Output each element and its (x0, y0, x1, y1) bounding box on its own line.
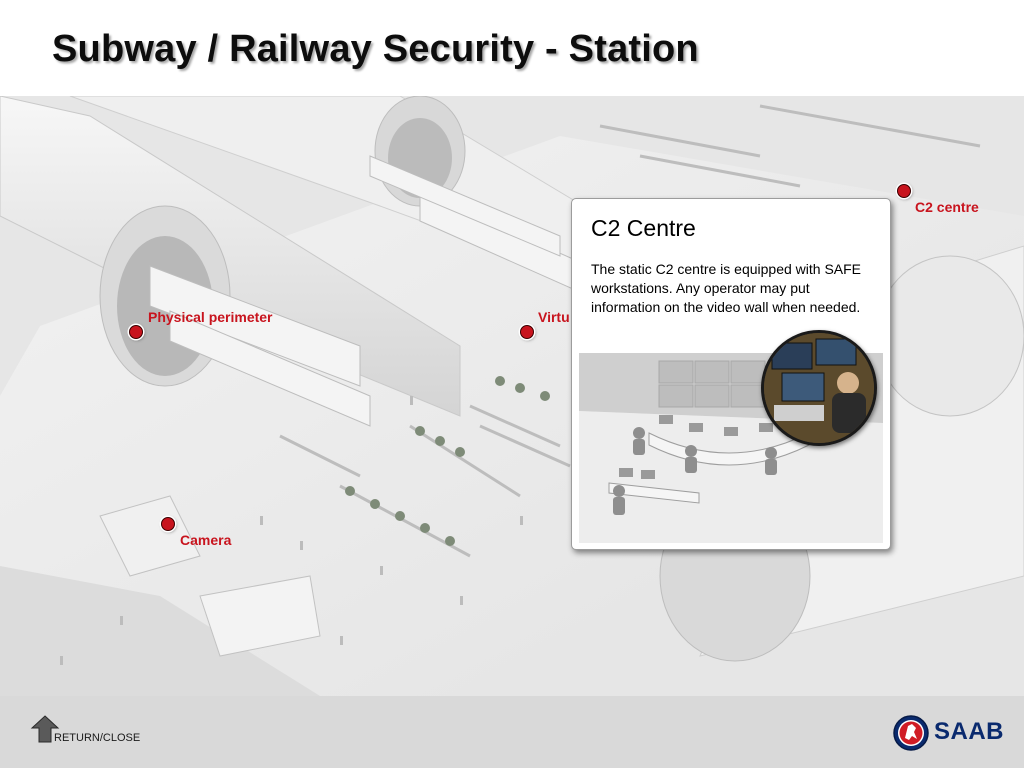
saab-logo-text: SAAB (934, 718, 1005, 745)
hotspot-camera-marker[interactable] (161, 517, 175, 531)
saab-logo: SAAB (892, 714, 1006, 752)
hotspot-c2-centre-marker[interactable] (897, 184, 911, 198)
hotspot-virtual-marker[interactable] (520, 325, 534, 339)
c2-centre-info-popup: C2 Centre The static C2 centre is equipp… (571, 198, 891, 550)
hotspot-camera-label[interactable]: Camera (180, 532, 232, 548)
operator-photo-svg (764, 333, 874, 443)
popup-description: The static C2 centre is equipped with SA… (591, 261, 862, 315)
page-title: Subway / Railway Security - Station (52, 28, 699, 70)
hotspot-physical-perimeter-marker[interactable] (129, 325, 143, 339)
hotspot-c2-centre-label[interactable]: C2 centre (915, 199, 979, 215)
hotspot-virtual-label[interactable]: Virtu (538, 309, 570, 325)
popup-title: C2 Centre (591, 215, 696, 241)
footer-bar (0, 696, 1024, 768)
hotspot-physical-perimeter-label[interactable]: Physical perimeter (148, 309, 273, 325)
saab-griffin-icon (893, 715, 929, 751)
operator-photo-inset (761, 330, 877, 446)
return-close-label: RETURN/CLOSE (54, 732, 141, 744)
return-close-button[interactable]: RETURN/CLOSE (30, 714, 150, 746)
home-arrow-icon (30, 715, 60, 743)
